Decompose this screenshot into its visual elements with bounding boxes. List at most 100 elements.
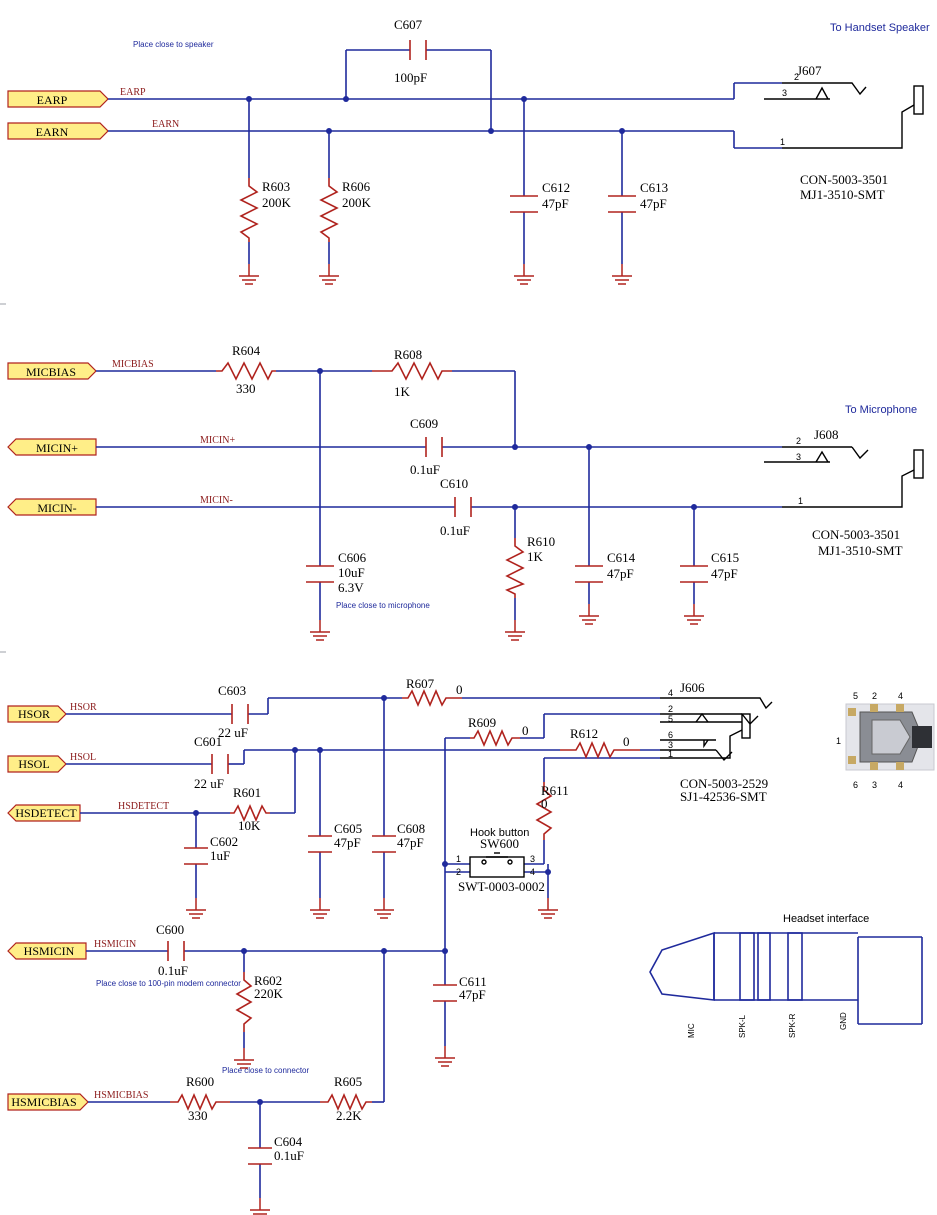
c602-value: 1uF [210,848,230,863]
port-micin-minus-label: MICIN- [37,501,76,515]
port-micbias[interactable]: MICBIAS [7,362,97,380]
jack-photo-pin-3: 3 [872,780,877,790]
c613-ref: C613 [640,180,668,195]
r605-ref: R605 [334,1074,362,1089]
switch-sw600: 1 2 3 4 Hook button SW600 SWT-0003-0002 [456,827,545,894]
net-label-micin-plus: MICIN+ [200,435,235,446]
capacitor-c603: C603 22 uF [218,683,249,740]
r604-value: 330 [236,381,256,396]
resistor-r606: R606 200K [319,178,372,242]
capacitor-c600: C600 0.1uF [156,922,188,978]
ground-symbol [238,263,260,285]
j606-pin-4: 4 [668,688,673,698]
j607-pin-2: 2 [794,72,799,82]
r608-value: 1K [394,384,411,399]
capacitor-c602: C602 1uF [184,834,238,865]
c600-ref: C600 [156,922,184,937]
port-earn-label: EARN [36,125,69,139]
c611-ref: C611 [459,974,487,989]
c611-value: 47pF [459,987,486,1002]
c607-value: 100pF [394,70,427,85]
r607-value: 0 [456,682,463,697]
r602-ref: R602 [254,973,282,988]
sw600-hook-button-label: Hook button [470,827,529,839]
port-hsol[interactable]: HSOL [7,755,67,773]
resistor-r612: R612 0 [560,726,640,760]
j606-pin-1: 1 [668,749,673,759]
plug-label-spk-l: SPK-L [738,1014,747,1038]
capacitor-c601: C601 22 uF [194,734,229,791]
port-earp[interactable]: EARP [7,90,109,108]
resistor-r601: R601 10K [230,785,270,833]
ground-symbol [611,263,633,285]
j607-ref: J607 [797,63,822,78]
resistor-r605: R605 2.2K [320,1074,372,1123]
capacitor-c614: C614 47pF [575,550,636,583]
port-earn[interactable]: EARN [7,122,109,140]
j606-pin-6: 6 [668,730,673,740]
net-label-micbias: MICBIAS [112,359,154,370]
port-hsor[interactable]: HSOR [7,705,67,723]
c605-value: 47pF [334,835,361,850]
c607-ref: C607 [394,17,423,32]
microphone-wires [96,368,782,620]
port-hsmicin[interactable]: HSMICIN [7,942,87,960]
net-label-hsol: HSOL [70,752,96,763]
capacitor-c606: C606 10uF 6.3V [306,550,367,595]
j607-manufacturer-part: MJ1-3510-SMT [800,187,885,202]
j606-part-number: CON-5003-2529 [680,776,768,791]
r611-ref: R611 [541,783,569,798]
jack-photo-pin-4-bottom: 4 [898,780,903,790]
resistor-r603: R603 200K [239,178,292,242]
capacitor-c610: C610 0.1uF [440,476,472,538]
section-speaker: EARP EARN EARP EARN Place close to speak… [7,17,930,285]
section-headset: HSOR HSOL HSDETECT HSMICIN HSMICBIAS HSO… [7,676,935,1215]
r606-value: 200K [342,195,372,210]
r612-value: 0 [623,734,630,749]
c601-ref: C601 [194,734,222,749]
plug-label-gnd: GND [839,1012,848,1030]
j608-pin-3: 3 [796,452,801,462]
capacitor-c608: C608 47pF [372,821,425,853]
port-hsdetect[interactable]: HSDETECT [7,804,81,822]
c615-ref: C615 [711,550,739,565]
headset-plug-diagram: MIC SPK-L SPK-R GND [649,931,923,1038]
c608-ref: C608 [397,821,425,836]
ground-symbol [185,897,207,919]
capacitor-c612: C612 47pF [510,180,570,213]
c604-ref: C604 [274,1134,303,1149]
jack-j608: 2 3 1 J608 CON-5003-3501 MJ1-3510-SMT [764,427,924,558]
j606-pin-3: 3 [668,740,673,750]
capacitor-c613: C613 47pF [608,180,668,213]
c609-value: 0.1uF [410,462,440,477]
port-micin-plus[interactable]: MICIN+ [7,438,97,456]
ground-symbol [233,1047,255,1069]
c600-value: 0.1uF [158,963,188,978]
r606-ref: R606 [342,179,371,194]
r605-value: 2.2K [336,1108,362,1123]
port-hsmicbias[interactable]: HSMICBIAS [7,1093,89,1111]
c602-ref: C602 [210,834,238,849]
j607-pin-1: 1 [780,137,785,147]
capacitor-c607: C607 100pF [394,17,427,85]
j606-ref: J606 [680,680,705,695]
resistor-r604: R604 330 [216,343,276,396]
r609-value: 0 [522,723,529,738]
ground-symbol [309,619,331,641]
port-micin-plus-label: MICIN+ [36,441,78,455]
port-earp-label: EARP [37,93,68,107]
c606-value: 10uF [338,565,365,580]
port-micbias-label: MICBIAS [26,365,76,379]
sw600-pin-2: 2 [456,867,461,877]
headset-wires [66,695,660,1198]
ground-symbol [504,619,526,641]
port-hsmicin-label: HSMICIN [24,944,75,958]
j607-pin-3: 3 [782,88,787,98]
c606-ref: C606 [338,550,367,565]
c614-value: 47pF [607,566,634,581]
port-micin-minus[interactable]: MICIN- [7,498,97,516]
c610-ref: C610 [440,476,468,491]
capacitor-c604: C604 0.1uF [248,1134,304,1165]
net-label-hsmicbias: HSMICBIAS [94,1090,148,1101]
jack-photo-pin-2: 2 [872,691,877,701]
